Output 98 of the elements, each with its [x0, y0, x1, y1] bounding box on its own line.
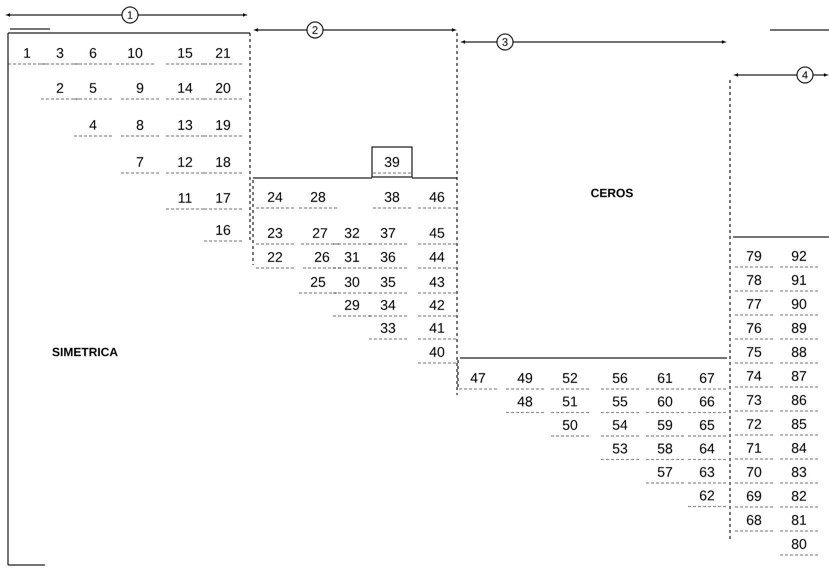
- cell-number: 43: [430, 277, 444, 287]
- cell-number: 34: [380, 300, 396, 310]
- cell-number: 91: [792, 275, 806, 285]
- cell-number: 70: [746, 467, 762, 477]
- circled-number: 1: [122, 6, 138, 24]
- cell-number: 85: [792, 419, 806, 429]
- cell-number: 27: [312, 228, 328, 238]
- cell-number: 16: [216, 225, 230, 235]
- cell-number: 74: [746, 371, 762, 381]
- cell-number: 19: [216, 120, 230, 130]
- cell-number: 69: [746, 491, 762, 501]
- cell-number: 84: [792, 443, 806, 453]
- cell-number: 63: [700, 467, 714, 477]
- cell-number: 51: [562, 396, 578, 406]
- cell-number: 21: [216, 48, 230, 58]
- cell-number: 37: [380, 228, 396, 238]
- cell-number: 86: [792, 395, 806, 405]
- cell-number: 87: [792, 371, 806, 381]
- cell-number: 55: [612, 396, 628, 406]
- cell-number: 26: [314, 252, 330, 262]
- cell-number: 7: [136, 157, 144, 167]
- cell-number: 52: [562, 373, 578, 383]
- cell-number: 66: [700, 396, 714, 406]
- cell-number: 8: [136, 120, 144, 130]
- cell-number: 58: [658, 444, 672, 454]
- cell-number: 44: [430, 252, 444, 262]
- cell-number: 23: [268, 228, 282, 238]
- cell-number: 29: [344, 300, 360, 310]
- circled-number: 3: [496, 34, 514, 50]
- cell-number: 82: [792, 491, 806, 501]
- region-label: CEROS: [591, 188, 633, 198]
- cell-number: 71: [746, 443, 762, 453]
- cell-number: 68: [746, 515, 762, 525]
- cell-number: 83: [792, 467, 806, 477]
- cell-number: 47: [470, 373, 486, 383]
- cell-number: 39: [372, 146, 412, 178]
- cell-number: 14: [178, 83, 192, 93]
- cell-number: 60: [658, 396, 672, 406]
- cell-number: 57: [658, 467, 672, 477]
- cell-number: 45: [430, 228, 444, 238]
- cell-number: 56: [612, 373, 628, 383]
- cell-number: 53: [612, 444, 628, 454]
- cell-number: 88: [792, 347, 806, 357]
- cell-number: 31: [344, 252, 360, 262]
- cell-number: 1: [24, 48, 30, 58]
- cell-number: 67: [700, 373, 714, 383]
- cell-number: 40: [430, 347, 444, 357]
- cell-number: 36: [380, 252, 396, 262]
- cell-number: 72: [746, 419, 762, 429]
- cell-number: 89: [792, 323, 806, 333]
- cell-number: 6: [90, 48, 96, 58]
- region-label: SIMETRICA: [52, 348, 118, 356]
- cell-number: 15: [178, 48, 192, 58]
- cell-number: 41: [430, 323, 444, 333]
- cell-number: 13: [178, 120, 192, 130]
- cell-number: 92: [792, 251, 806, 261]
- cell-number: 77: [746, 299, 762, 309]
- circled-number: 4: [796, 66, 814, 84]
- cell-number: 48: [518, 396, 532, 406]
- cell-number: 80: [792, 539, 806, 549]
- cell-number: 46: [430, 192, 444, 202]
- cell-number: 33: [380, 323, 396, 333]
- cell-number: 76: [746, 323, 762, 333]
- cell-number: 5: [90, 83, 96, 93]
- cell-number: 64: [700, 444, 714, 454]
- cell-number: 61: [658, 373, 672, 383]
- cell-number: 4: [89, 120, 96, 130]
- cell-number: 18: [216, 157, 230, 167]
- cell-number: 49: [518, 373, 532, 383]
- cell-number: 81: [792, 515, 806, 525]
- cell-number: 12: [178, 157, 192, 167]
- cell-number: 79: [746, 251, 762, 261]
- cell-number: 42: [430, 300, 444, 310]
- cell-number: 3: [56, 48, 64, 58]
- cell-number: 75: [746, 347, 762, 357]
- cell-number: 25: [310, 277, 326, 287]
- cell-number: 20: [216, 83, 230, 93]
- cell-number: 54: [612, 420, 628, 430]
- cell-number: 10: [128, 48, 142, 58]
- cell-number: 38: [384, 192, 400, 202]
- cell-number: 2: [56, 83, 64, 93]
- cell-number: 78: [746, 275, 762, 285]
- cell-number: 9: [136, 83, 144, 93]
- cell-number: 62: [700, 490, 714, 500]
- cell-number: 50: [562, 420, 578, 430]
- cell-number: 30: [344, 277, 360, 287]
- cell-number: 59: [658, 420, 672, 430]
- cell-number: 24: [268, 192, 282, 202]
- cell-number: 28: [310, 192, 326, 202]
- cell-number: 32: [344, 228, 360, 238]
- cell-number: 35: [380, 277, 396, 287]
- cell-number: 22: [268, 252, 282, 262]
- circled-number: 2: [306, 22, 324, 38]
- cell-number: 11: [178, 193, 192, 203]
- cell-number: 90: [792, 299, 806, 309]
- cell-number: 65: [700, 420, 714, 430]
- cell-number: 17: [216, 193, 230, 203]
- cell-number: 73: [746, 395, 762, 405]
